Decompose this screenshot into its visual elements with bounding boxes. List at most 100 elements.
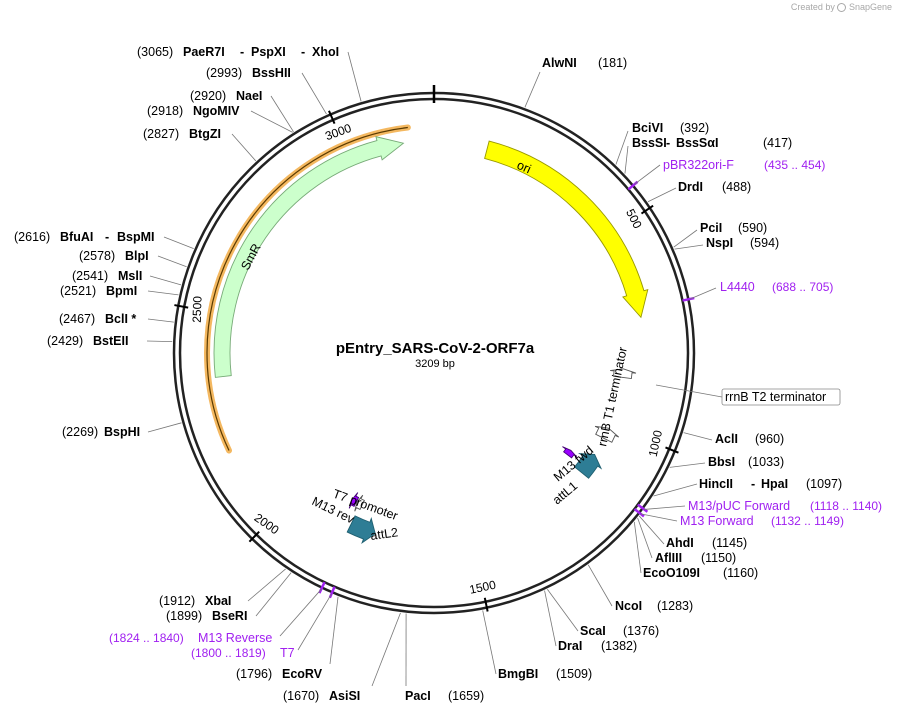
site-label-msli[interactable]: (2541)MslI [72, 269, 142, 283]
leader-line [279, 589, 322, 637]
svg-text:BlpI: BlpI [125, 249, 149, 263]
feature-arrow-m13-fwd[interactable] [562, 446, 578, 459]
tick-label-1500: 1500 [468, 577, 497, 596]
svg-text:EcoO109I: EcoO109I [643, 566, 700, 580]
site-label-naei[interactable]: (2920)NaeI [190, 89, 262, 103]
site-label-scai[interactable]: ScaI(1376) [580, 624, 659, 638]
primer-label-l4440[interactable]: L4440(688 .. 705) [720, 280, 833, 294]
leader-line [544, 590, 557, 647]
svg-text:BpmI: BpmI [106, 284, 137, 298]
svg-text:(1382): (1382) [601, 639, 637, 653]
tick-mark-3000 [328, 110, 336, 125]
leader-line [640, 513, 678, 522]
site-label-bseri[interactable]: (1899)BseRI [166, 609, 247, 623]
leader-line [690, 287, 717, 300]
site-label-ncoi[interactable]: NcoI(1283) [615, 599, 693, 613]
primer-label-m13-reverse[interactable]: (1824 .. 1840)M13 Reverse [109, 631, 272, 645]
svg-text:BtgZI: BtgZI [189, 127, 221, 141]
leader-line [329, 596, 339, 665]
primer-label-t7[interactable]: (1800 .. 1819) T7 [191, 646, 295, 660]
svg-text:(590): (590) [738, 221, 767, 235]
svg-text:pBR322ori-F: pBR322ori-F [663, 158, 734, 172]
svg-text:ScaI: ScaI [580, 624, 606, 638]
tick-mark-1500 [483, 597, 489, 612]
site-label-ecoo109i[interactable]: EcoO109I (1160) [643, 566, 758, 580]
leader-line [301, 72, 327, 115]
site-label-hincii[interactable]: HincII-HpaI(1097) [699, 477, 842, 491]
site-label-bmgbi[interactable]: BmgBI(1509) [498, 667, 592, 681]
feature-arrow-rrnb-t2-terminator[interactable] [610, 368, 637, 380]
site-label-ecorv[interactable]: (1796)EcoRV [236, 667, 323, 681]
svg-text:(2429): (2429) [47, 334, 83, 348]
site-label-blpi[interactable]: (2578) BlpI [79, 249, 149, 263]
svg-text:(1160): (1160) [723, 566, 758, 580]
svg-text:T7: T7 [280, 646, 295, 660]
primer-mark-m13-reverse [318, 581, 326, 594]
site-label-bsteii[interactable]: (2429) BstEII [47, 334, 128, 348]
site-label-drdi[interactable]: DrdI(488) [678, 180, 751, 194]
feature-arrow-attl2[interactable] [346, 515, 376, 545]
site-label-pcii[interactable]: PciI(590) [700, 221, 767, 235]
site-label-acli[interactable]: AclI(960) [715, 432, 784, 446]
site-label-nspi[interactable]: NspI(594) [706, 236, 779, 250]
tick-mark-500 [640, 204, 654, 215]
primer-label-pbr322ori-f[interactable]: pBR322ori-F(435 .. 454) [663, 158, 825, 172]
site-label-asisi[interactable]: (1670)AsiSI [283, 689, 360, 703]
site-label-bsphi[interactable]: (2269)BspHI [62, 425, 140, 439]
svg-text:NaeI: NaeI [236, 89, 262, 103]
svg-text:BseRI: BseRI [212, 609, 247, 623]
site-label-paci[interactable]: PacI(1659) [405, 689, 484, 703]
site-label-bsssi[interactable]: BssSI-BssSαI(417) [632, 136, 792, 150]
svg-text:NgoMIV: NgoMIV [193, 104, 240, 118]
feature-label-attl2: attL2 [369, 525, 399, 543]
site-label-btgzi[interactable]: (2827) BtgZI [143, 127, 221, 141]
svg-text:(2578): (2578) [79, 249, 115, 263]
plasmid-length: 3209 bp [415, 358, 455, 370]
svg-text:(1912): (1912) [159, 594, 195, 608]
leader-line [149, 275, 182, 286]
feature-arrow-ori[interactable] [484, 140, 649, 319]
site-label-afliii[interactable]: AflIII(1150) [655, 551, 736, 565]
site-label-ngomiv[interactable]: (2918)NgoMIV [147, 104, 240, 118]
svg-text:HpaI: HpaI [761, 477, 788, 491]
leader-line [255, 572, 292, 617]
site-label-ahdi[interactable]: AhdI(1145) [666, 536, 747, 550]
svg-text:(2827): (2827) [143, 127, 179, 141]
leader-line [146, 340, 173, 342]
svg-text:(1509): (1509) [556, 667, 592, 681]
leader-line [297, 593, 332, 651]
feature-arrow-smr[interactable] [213, 136, 405, 378]
leader-line [615, 130, 629, 165]
svg-text:XhoI: XhoI [312, 45, 339, 59]
svg-text:BssHII: BssHII [252, 66, 291, 80]
site-label-bcli[interactable]: (2467)BclI * [59, 312, 136, 326]
leader-line [633, 521, 642, 574]
leader-line [624, 145, 629, 174]
leader-line [157, 255, 187, 268]
svg-text:BbsI: BbsI [708, 455, 735, 469]
svg-text:(1800 .. 1819): (1800 .. 1819) [191, 646, 266, 660]
feature-arrow-attl1[interactable] [574, 453, 603, 479]
svg-text:M13/pUC Forward: M13/pUC Forward [688, 499, 790, 513]
svg-text:BstEII: BstEII [93, 334, 128, 348]
credit-brand: SnapGene [848, 2, 892, 12]
site-label-bsshii[interactable]: (2993)BssHII [206, 66, 291, 80]
svg-text:-: - [666, 136, 670, 150]
leader-line [270, 95, 294, 133]
site-label-alwni[interactable]: AlwNI(181) [542, 56, 627, 70]
svg-text:BclI *: BclI * [105, 312, 136, 326]
site-label-xbai[interactable]: (1912)XbaI [159, 594, 231, 608]
site-label-bbsi[interactable]: BbsI(1033) [708, 455, 784, 469]
site-label-drai[interactable]: DraI(1382) [558, 639, 637, 653]
primer-label-m13-puc-forward[interactable]: M13/pUC Forward(1118 .. 1140) [688, 499, 882, 513]
feature-arrow-m13-rev[interactable] [348, 492, 360, 509]
tick-label-500: 500 [623, 207, 645, 231]
site-label-bpmi[interactable]: (2521)BpmI [60, 284, 137, 298]
svg-text:NspI: NspI [706, 236, 733, 250]
site-label-paer7i[interactable]: (3065)PaeR7I-PspXI-XhoI [137, 45, 339, 59]
site-label-bcivi[interactable]: BciVI(392) [632, 121, 709, 135]
primer-label-m13-forward[interactable]: M13 Forward(1132 .. 1149) [680, 514, 844, 528]
site-label-bfuai[interactable]: (2616)BfuAI-BspMI [14, 230, 155, 244]
feature-arrow-t7-promoter[interactable] [354, 494, 365, 512]
feature-arrow-rrnb-t1-terminator[interactable] [594, 425, 620, 443]
